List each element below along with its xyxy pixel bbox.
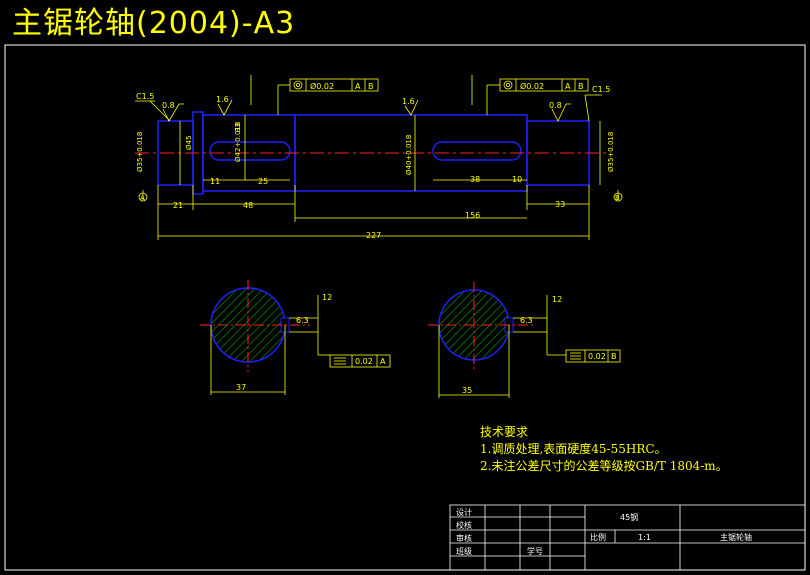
drawing-border bbox=[4, 44, 806, 571]
datum-a-label: A bbox=[140, 194, 145, 202]
tech-item: 2.未注公差尺寸的公差等级按GB/T 1804-m。 bbox=[480, 459, 728, 473]
chamfer-right-label: C1.5 bbox=[592, 85, 610, 94]
left-keyway bbox=[209, 141, 291, 161]
tech-heading: 技术要求 bbox=[480, 425, 529, 439]
shoulder-dia: Ø45 bbox=[185, 136, 193, 150]
tb-material: 45钢 bbox=[620, 512, 638, 522]
symmetry-value: 0.02 bbox=[588, 352, 606, 361]
symmetry-ref: B bbox=[611, 352, 617, 361]
dim-21: 21 bbox=[173, 201, 183, 210]
dim-10: 10 bbox=[512, 175, 522, 184]
left-journal-dia: Ø35+0.018 bbox=[136, 132, 144, 172]
roughness-label: 1.6 bbox=[216, 95, 229, 104]
symmetry-ref: A bbox=[380, 357, 386, 366]
tolerance-ref: A bbox=[565, 82, 571, 91]
left-key-dia: Ø42+0.018 bbox=[234, 122, 242, 162]
left-key-length-dim: 33 bbox=[234, 123, 242, 132]
dim-48: 48 bbox=[243, 201, 253, 210]
dim-25: 25 bbox=[258, 177, 268, 186]
tolerance-value: Ø0.02 bbox=[310, 81, 334, 91]
tb-review: 审核 bbox=[456, 533, 472, 543]
title-block bbox=[449, 504, 806, 571]
right-journal-dia: Ø35+0.018 bbox=[607, 132, 615, 172]
drawing-title: 主锯轮轴(2004)-A3 bbox=[12, 6, 296, 41]
tech-item: 1.调质处理,表面硬度45-55HRC。 bbox=[480, 442, 667, 456]
tb-scale-label: 比例 bbox=[590, 532, 606, 542]
technical-requirements: 技术要求 1.调质处理,表面硬度45-55HRC。 2.未注公差尺寸的公差等级按… bbox=[480, 424, 728, 475]
tolerance-value: Ø0.02 bbox=[520, 81, 544, 91]
tolerance-ref: B bbox=[578, 82, 584, 91]
shaft-dimension-lines bbox=[135, 75, 619, 240]
roughness-symbols bbox=[162, 99, 571, 122]
tb-scale: 1:1 bbox=[638, 533, 651, 542]
dim-33: 33 bbox=[555, 200, 565, 209]
tolerance-ref: B bbox=[368, 82, 374, 91]
roughness-label: 0.8 bbox=[549, 101, 562, 110]
keyway-width: 12 bbox=[552, 295, 562, 304]
keyway-depth: 6.3 bbox=[296, 316, 309, 325]
middle-key-dia: Ø40+0.018 bbox=[405, 135, 413, 175]
datum-b-label: B bbox=[615, 194, 620, 202]
section-view-left: 12 6.3 37 0.02 A bbox=[200, 280, 391, 395]
chamfer-left-label: C1.5 bbox=[136, 92, 154, 101]
roughness-label: 0.8 bbox=[162, 101, 175, 110]
symmetry-value: 0.02 bbox=[355, 357, 373, 366]
tb-check: 校核 bbox=[456, 520, 472, 530]
dim-227: 227 bbox=[366, 231, 381, 240]
tb-student-no: 学号 bbox=[527, 546, 543, 556]
keyway-depth: 6.3 bbox=[520, 316, 533, 325]
tb-class: 班级 bbox=[456, 546, 472, 556]
tolerance-frame-right: Ø0.02 A B bbox=[499, 78, 589, 92]
datum-a-marker bbox=[138, 192, 148, 202]
dim-11: 11 bbox=[210, 177, 220, 186]
section-dim: 35 bbox=[462, 386, 472, 395]
middle-keyway bbox=[432, 141, 522, 161]
tolerance-frame-left: Ø0.02 A B bbox=[289, 78, 379, 92]
tb-design: 设计 bbox=[456, 507, 472, 517]
roughness-label: 1.6 bbox=[402, 97, 415, 106]
tb-part-name: 主锯轮轴 bbox=[720, 532, 752, 542]
section-view-right: 12 6.3 35 0.02 B bbox=[428, 282, 621, 398]
datum-b-marker bbox=[613, 192, 623, 202]
section-dim: 37 bbox=[236, 383, 246, 392]
dim-38: 38 bbox=[470, 175, 480, 184]
tolerance-ref: A bbox=[355, 82, 361, 91]
dim-156: 156 bbox=[465, 211, 480, 220]
keyway-width: 12 bbox=[322, 293, 332, 302]
